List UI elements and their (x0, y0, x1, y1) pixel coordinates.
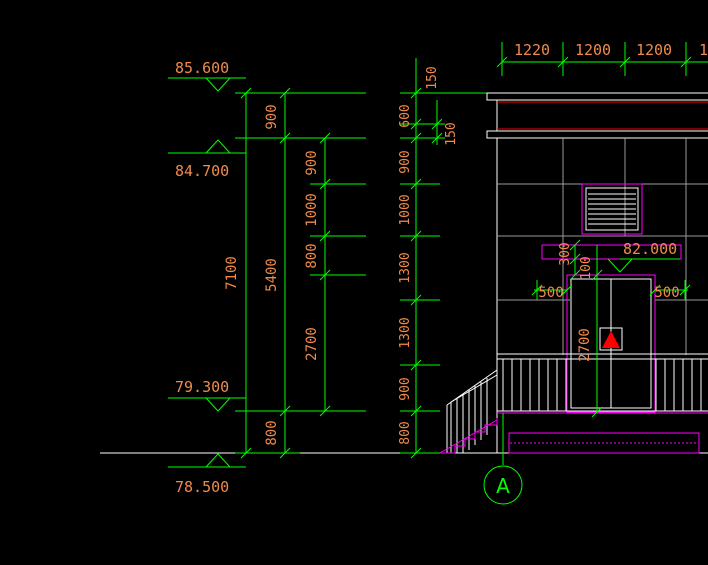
dim-total-height: 7100 (224, 256, 240, 290)
elevation-label-door: 82.000 (623, 240, 677, 258)
dim-d-5: 1000 (398, 194, 413, 225)
dim-c-1: 900 (304, 150, 320, 175)
dimension-chain-d (400, 58, 488, 459)
dim-d-2: 600 (398, 104, 413, 127)
dim-top-3: 1200 (636, 41, 672, 59)
dim-d-9: 800 (398, 421, 413, 444)
dim-top-4: 12 (699, 41, 708, 59)
elevation-label-third: 79.300 (175, 378, 229, 396)
dim-c-3: 800 (304, 243, 320, 268)
dim-door-band: 100 (579, 256, 594, 279)
dim-c-2: 1000 (304, 193, 320, 227)
cornice (486, 92, 708, 139)
dimension-chains-left (235, 87, 366, 459)
elevation-label-ground: 78.500 (175, 478, 229, 496)
railing-balusters (502, 359, 702, 411)
stair (446, 369, 498, 453)
warning-triangle-icon (602, 331, 620, 348)
stair-treads (439, 418, 498, 454)
dimension-chain-top (496, 42, 708, 76)
dim-d-6: 1300 (398, 252, 413, 283)
elevation-marker-ground (168, 453, 246, 468)
elevation-marker-second (168, 139, 246, 154)
dim-door-left: 500 (538, 285, 563, 301)
elevation-label-top: 85.600 (175, 59, 229, 77)
dim-door-lintel: 300 (558, 242, 573, 265)
louver-vent (581, 183, 643, 235)
dim-d-4: 900 (398, 150, 413, 173)
plinth (508, 432, 700, 454)
dim-d-7: 1300 (398, 317, 413, 348)
door-dimensions (531, 239, 691, 418)
axis-label: A (496, 474, 510, 498)
railing (497, 353, 708, 412)
elevation-marker-third (168, 397, 246, 412)
dim-b-parapet: 900 (264, 104, 280, 129)
dim-d-8: 900 (398, 377, 413, 400)
elevation-label-second: 84.700 (175, 162, 229, 180)
dim-top-2: 1200 (575, 41, 611, 59)
dim-d-3: 150 (444, 122, 459, 145)
dim-door-right: 500 (654, 285, 679, 301)
dim-b-base: 800 (264, 420, 280, 445)
elevation-marker-top (168, 77, 246, 92)
dim-d-1: 150 (425, 66, 440, 89)
dim-door-height: 2700 (577, 328, 593, 362)
warning-sign-frame (599, 327, 623, 351)
door-canopy (541, 244, 682, 260)
dim-top-1: 1220 (514, 41, 550, 59)
building-facade (439, 92, 708, 454)
dim-b-main: 5400 (264, 258, 280, 292)
axis-bubble (483, 465, 523, 505)
dim-c-4: 2700 (304, 327, 320, 361)
